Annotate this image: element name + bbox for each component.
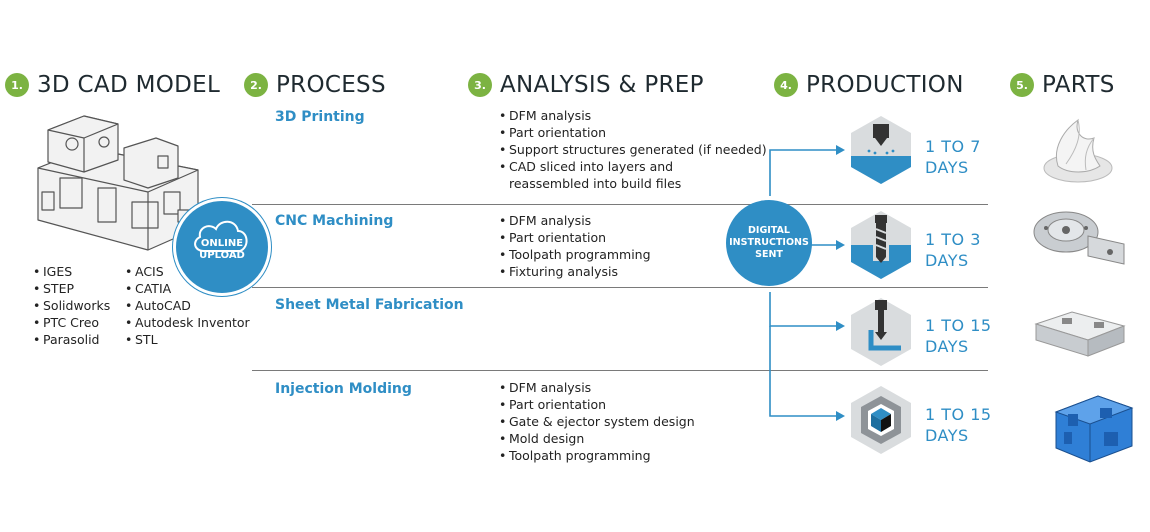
list-item: Fixturing analysis <box>499 263 651 280</box>
mold-cube-icon <box>851 386 911 454</box>
digital-label-line2: INSTRUCTIONS <box>729 237 809 248</box>
cad-model-image <box>37 115 199 251</box>
analysis-list-cnc: DFM analysis Part orientation Toolpath p… <box>499 212 651 280</box>
lead-time-unit: DAYS <box>925 251 969 270</box>
part-machined-plate-image <box>1033 211 1125 265</box>
step-title: PARTS <box>1042 72 1115 98</box>
step-header-production: 4. PRODUCTION <box>774 72 964 98</box>
step-number: 5. <box>1010 73 1034 97</box>
digital-label-line3: SENT <box>755 249 783 260</box>
part-sheet-metal-bracket-image <box>1034 311 1126 357</box>
list-item: Part orientation <box>499 229 651 246</box>
step-number: 1. <box>5 73 29 97</box>
lead-time-cnc: 1 TO 3 DAYS <box>925 229 981 271</box>
lead-time-unit: DAYS <box>925 426 969 445</box>
arrow-to-injection-molding <box>769 326 836 417</box>
process-label-cnc: CNC Machining <box>275 213 394 229</box>
analysis-list-injection-molding: DFM analysis Part orientation Gate & eje… <box>499 379 695 464</box>
list-item: Part orientation <box>499 396 695 413</box>
cloud-icon <box>194 220 248 252</box>
lead-time-range: 1 TO 3 <box>925 230 981 249</box>
list-item: STL <box>125 331 250 348</box>
cad-formats-list-right: ACIS CATIA AutoCAD Autodesk Inventor STL <box>125 263 250 348</box>
step-number: 2. <box>244 73 268 97</box>
lead-time-3d-printing: 1 TO 7 DAYS <box>925 136 981 178</box>
list-item: STEP <box>33 280 110 297</box>
list-item: Solidworks <box>33 297 110 314</box>
drill-bit-icon <box>851 211 911 279</box>
step-number: 4. <box>774 73 798 97</box>
step-header-process: 2. PROCESS <box>244 72 386 98</box>
list-item: PTC Creo <box>33 314 110 331</box>
press-brake-icon <box>851 298 911 366</box>
list-item: DFM analysis <box>499 379 695 396</box>
arrow-to-3d-printing <box>769 149 836 196</box>
lead-time-injection-molding: 1 TO 15 DAYS <box>925 404 992 446</box>
part-impeller-image <box>1043 118 1113 183</box>
part-injection-molded-image <box>1054 395 1134 463</box>
upload-label-line2: UPLOAD <box>199 250 245 261</box>
lead-time-range: 1 TO 7 <box>925 137 981 156</box>
list-item: Toolpath programming <box>499 447 695 464</box>
process-label-sheet-metal: Sheet Metal Fabrication <box>275 297 464 313</box>
cad-formats-list-left: IGES STEP Solidworks PTC Creo Parasolid <box>33 263 110 348</box>
list-item: IGES <box>33 263 110 280</box>
list-item: Toolpath programming <box>499 246 651 263</box>
upload-label-line1: ONLINE <box>200 238 244 249</box>
lead-time-unit: DAYS <box>925 337 969 356</box>
list-item: Support structures generated (if needed) <box>499 141 767 158</box>
list-item: Autodesk Inventor <box>125 314 250 331</box>
list-item: CAD sliced into layers and <box>499 158 767 175</box>
list-item: Mold design <box>499 430 695 447</box>
list-item: AutoCAD <box>125 297 250 314</box>
step-header-analysis: 3. ANALYSIS & PREP <box>468 72 704 98</box>
step-number: 3. <box>468 73 492 97</box>
list-item-continuation: reassembled into build files <box>509 176 682 191</box>
list-item: ACIS <box>125 263 250 280</box>
step-title: PRODUCTION <box>806 72 964 98</box>
step-title: PROCESS <box>276 72 386 98</box>
online-upload-badge: ONLINE UPLOAD <box>173 198 271 296</box>
step-title: ANALYSIS & PREP <box>500 72 704 98</box>
lead-time-unit: DAYS <box>925 158 969 177</box>
list-item: DFM analysis <box>499 212 651 229</box>
lead-time-sheet-metal: 1 TO 15 DAYS <box>925 315 992 357</box>
list-item: Part orientation <box>499 124 767 141</box>
list-item: Gate & ejector system design <box>499 413 695 430</box>
printing-nozzle-icon <box>851 116 911 184</box>
row-divider <box>252 370 988 371</box>
step-header-cad: 1. 3D CAD MODEL <box>5 72 220 98</box>
list-item: DFM analysis <box>499 107 767 124</box>
row-divider <box>252 287 988 288</box>
lead-time-range: 1 TO 15 <box>925 316 992 335</box>
digital-instructions-badge: DIGITAL INSTRUCTIONS SENT <box>726 200 812 286</box>
arrow-to-sheet-metal <box>769 292 836 327</box>
process-label-3d-printing: 3D Printing <box>275 109 365 125</box>
lead-time-range: 1 TO 15 <box>925 405 992 424</box>
step-title: 3D CAD MODEL <box>37 72 221 98</box>
list-item: CATIA <box>125 280 250 297</box>
digital-label-line1: DIGITAL <box>748 225 790 236</box>
analysis-list-3d-printing: DFM analysis Part orientation Support st… <box>499 107 767 192</box>
list-item: Parasolid <box>33 331 110 348</box>
row-divider <box>252 204 988 205</box>
process-label-injection-molding: Injection Molding <box>275 381 412 397</box>
step-header-parts: 5. PARTS <box>1010 72 1115 98</box>
